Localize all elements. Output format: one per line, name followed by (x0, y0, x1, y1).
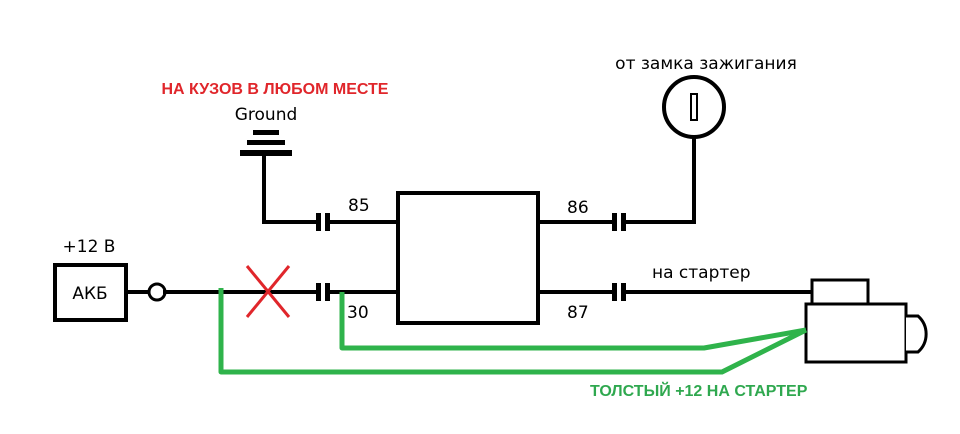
battery-box (53, 263, 128, 322)
cross-icon (245, 265, 291, 318)
ground-note-label: НА КУЗОВ В ЛЮБОМ МЕСТЕ (162, 81, 389, 98)
thick-wire-from-pin-30 (339, 292, 807, 351)
ignition-wire (624, 134, 696, 224)
ground-label: Ground (235, 105, 298, 125)
pin-87-label: 87 (567, 303, 589, 323)
ground-wire (262, 154, 318, 224)
pin-86-label: 86 (567, 198, 589, 218)
pin-30-connector (316, 283, 330, 301)
pin-85-connector (316, 213, 330, 231)
pin-86-connector (612, 213, 626, 231)
pin-85-label: 85 (348, 196, 370, 216)
relay-body (396, 191, 540, 325)
starter-icon (804, 278, 928, 364)
battery-label: АКБ (72, 284, 107, 304)
starter-label: на стартер (652, 263, 751, 283)
ground-symbol (240, 130, 292, 156)
battery-voltage-label: +12 В (63, 237, 116, 257)
thick-wire-label: ТОЛСТЫЙ +12 НА СТАРТЕР (590, 381, 808, 400)
ignition-switch-icon (662, 75, 726, 139)
thick-wire-from-main (218, 288, 808, 375)
pin-30-label: 30 (347, 303, 369, 323)
ignition-label: от замка зажигания (615, 54, 797, 74)
battery-terminal (147, 282, 167, 302)
pin-87-connector (612, 283, 626, 301)
